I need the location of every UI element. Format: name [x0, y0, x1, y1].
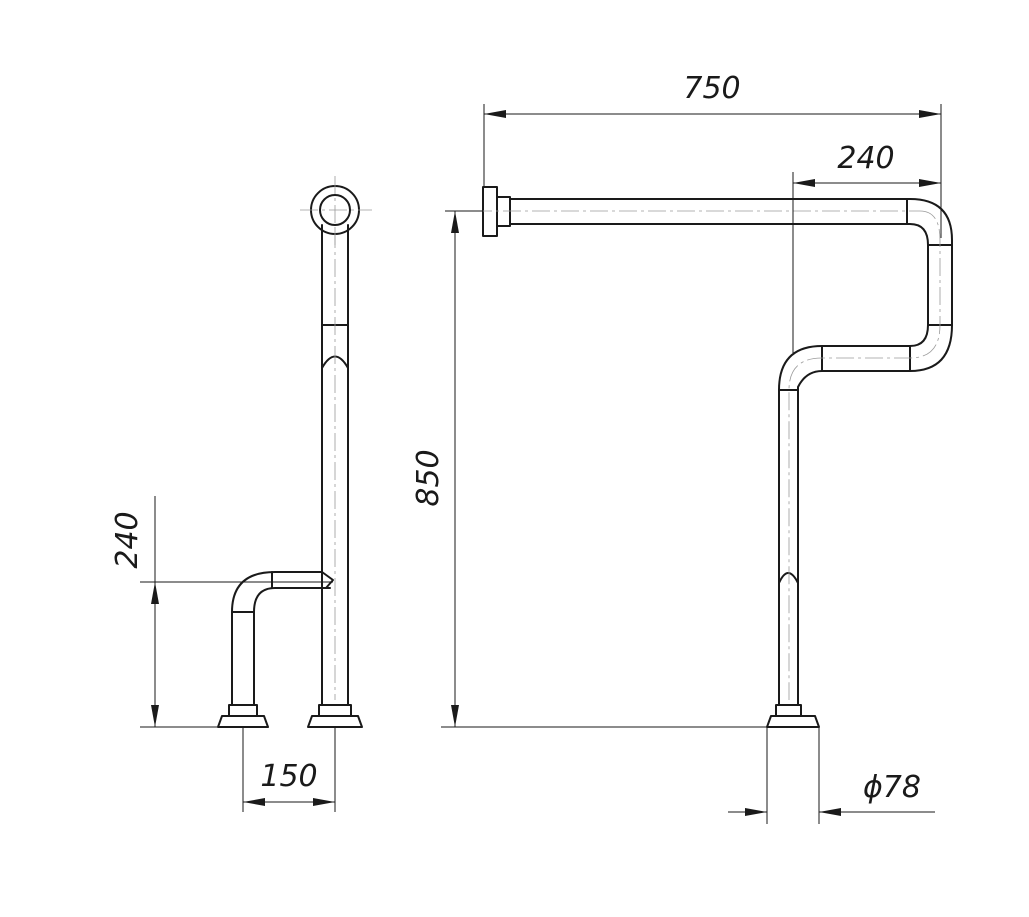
front-foot — [766, 704, 820, 728]
side-main-pipe — [321, 224, 349, 706]
dim-total-height: 850 — [411, 449, 446, 506]
front-view: 750 240 850 ϕ78 — [411, 71, 953, 824]
dim-side-offset-height: 240 — [110, 511, 145, 568]
dim-flange-diameter: ϕ78 — [863, 770, 921, 805]
dim-total-length: 750 — [683, 71, 740, 106]
side-branch-pipe — [231, 571, 331, 706]
dim-upper-offset: 240 — [837, 141, 894, 176]
dim-foot-spacing: 150 — [260, 759, 317, 794]
front-pipe — [509, 198, 953, 706]
top-flange-inner — [319, 194, 351, 226]
front-wall-flange — [482, 186, 498, 237]
side-view: 240 150 — [110, 176, 372, 812]
side-foot-right — [307, 704, 363, 728]
side-foot-left — [217, 704, 269, 728]
